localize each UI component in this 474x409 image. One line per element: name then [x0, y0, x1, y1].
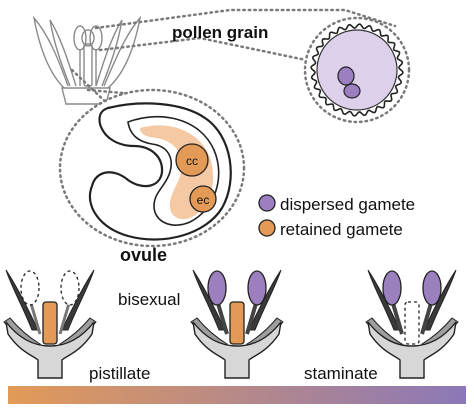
anther-right — [422, 270, 442, 306]
pollen-cytoplasm — [316, 29, 398, 111]
legend-item-retained: retained gamete — [258, 219, 403, 239]
anther-right — [247, 270, 267, 306]
sperm-cell-1 — [337, 66, 355, 86]
filament-left — [215, 299, 229, 335]
tepal-outer-left — [367, 269, 401, 331]
flower-sketch — [32, 15, 142, 105]
anther-left — [207, 270, 227, 306]
ovule-label: ovule — [120, 245, 167, 265]
bisexual-label: bisexual — [118, 290, 180, 309]
legend: dispersed gamete retained gamete — [258, 194, 415, 239]
tepal-outer-right — [61, 269, 95, 331]
pistillate-label: pistillate — [89, 364, 150, 383]
filament-right — [420, 299, 434, 335]
sperm-cell-2 — [343, 83, 361, 99]
pistil — [42, 301, 58, 345]
pistil — [229, 301, 245, 345]
tepal-outer-left — [192, 269, 226, 331]
pistillate-flower — [3, 269, 97, 379]
gradient-bar — [8, 386, 466, 404]
floral-receptacle — [367, 321, 457, 379]
tepal-outer-left — [5, 269, 39, 331]
floral-receptacle — [192, 321, 282, 379]
tepal-outer-right — [423, 269, 457, 331]
ovule-zoom: cc ec — [58, 88, 246, 248]
staminate-flower — [365, 269, 459, 379]
pistil — [404, 301, 420, 345]
bisexual-flower — [190, 269, 284, 379]
floral-receptacle — [5, 321, 95, 379]
filament-right — [58, 299, 72, 335]
pollen-grain-label: pollen grain — [172, 23, 268, 42]
anther-left — [20, 270, 40, 306]
staminate-label: staminate — [304, 364, 378, 383]
filament-left — [390, 299, 404, 335]
anther-left — [382, 270, 402, 306]
tepal-outer-right — [248, 269, 282, 331]
pollen-grain-zoom — [303, 16, 411, 124]
legend-label-dispersed: dispersed gamete — [280, 195, 415, 214]
central-cell — [175, 143, 209, 177]
egg-cell-label: ec — [197, 193, 210, 207]
legend-label-retained: retained gamete — [280, 220, 403, 239]
flower-types — [3, 269, 459, 379]
egg-cell — [189, 185, 217, 213]
central-cell-label: cc — [186, 154, 198, 168]
legend-item-dispersed: dispersed gamete — [258, 194, 415, 214]
filament-left — [28, 299, 42, 335]
anther-right — [60, 270, 80, 306]
filament-right — [245, 299, 259, 335]
